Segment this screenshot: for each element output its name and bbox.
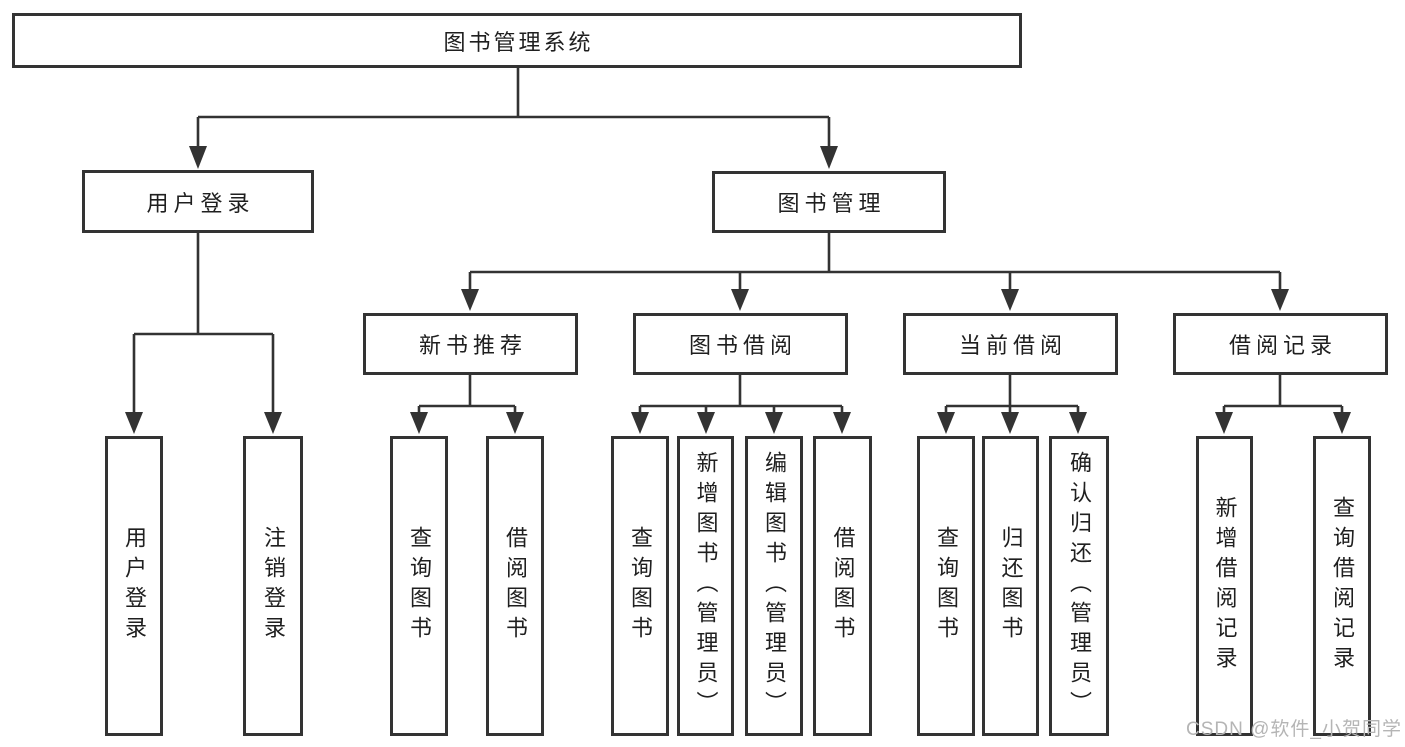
leaf-query-borrow-record: 查询借阅记录 xyxy=(1313,436,1371,736)
node-borrowing-records: 借阅记录 xyxy=(1173,313,1388,375)
node-label: 新书推荐 xyxy=(418,333,527,358)
node-label: 用户登录 xyxy=(122,526,147,646)
node-current-borrowing: 当前借阅 xyxy=(903,313,1118,375)
node-label: 查询图书 xyxy=(628,526,653,646)
node-label: 查询图书 xyxy=(934,526,959,646)
connector-book-borrowing xyxy=(631,375,851,434)
leaf-query-books-1: 查询图书 xyxy=(390,436,448,736)
node-label: 当前借阅 xyxy=(958,333,1067,358)
node-book-management: 图书管理 xyxy=(712,171,946,233)
node-label: 用户登录 xyxy=(146,190,255,216)
connector-borrowing-records xyxy=(1215,375,1351,434)
leaf-add-borrow-record: 新增借阅记录 xyxy=(1196,436,1253,736)
leaf-confirm-return-admin: 确认归还（管理员） xyxy=(1049,436,1109,736)
csdn-watermark: CSDN @软件_小贺同学 xyxy=(1186,719,1402,740)
leaf-borrow-books-2: 借阅图书 xyxy=(813,436,872,736)
leaf-edit-book-admin: 编辑图书（管理员） xyxy=(745,436,803,736)
node-label: 借阅图书 xyxy=(503,526,528,646)
node-label: 借阅图书 xyxy=(830,526,856,646)
node-user-login: 用户登录 xyxy=(82,170,314,233)
node-new-book-recommend: 新书推荐 xyxy=(363,313,578,375)
node-label: 注销登录 xyxy=(261,526,286,646)
node-label: 图书借阅 xyxy=(688,333,797,358)
leaf-borrow-books-1: 借阅图书 xyxy=(486,436,544,736)
connector-new-book-recommend xyxy=(410,375,524,434)
node-label: 图书管理 xyxy=(777,191,886,216)
node-label: 新增借阅记录 xyxy=(1212,496,1238,676)
leaf-query-books-3: 查询图书 xyxy=(917,436,975,736)
connector-user-login xyxy=(125,233,282,434)
leaf-return-book: 归还图书 xyxy=(982,436,1039,736)
leaf-add-book-admin: 新增图书（管理员） xyxy=(677,436,734,736)
leaf-logout: 注销登录 xyxy=(243,436,303,736)
node-library-management-system: 图书管理系统 xyxy=(12,13,1022,68)
node-label: 编辑图书（管理员） xyxy=(762,451,787,721)
node-label: 归还图书 xyxy=(998,526,1024,646)
connector-book-management xyxy=(461,233,1289,311)
node-label: 图书管理系统 xyxy=(443,29,594,55)
node-label: 查询图书 xyxy=(407,526,432,646)
leaf-user-login: 用户登录 xyxy=(105,436,163,736)
connector-current-borrowing xyxy=(937,375,1087,434)
leaf-query-books-2: 查询图书 xyxy=(611,436,669,736)
node-label: 新增图书（管理员） xyxy=(693,451,719,721)
node-book-borrowing: 图书借阅 xyxy=(633,313,848,375)
node-label: 借阅记录 xyxy=(1228,333,1337,358)
node-label: 确认归还（管理员） xyxy=(1067,451,1092,721)
connector-root xyxy=(189,67,838,169)
node-label: 查询借阅记录 xyxy=(1330,496,1355,676)
